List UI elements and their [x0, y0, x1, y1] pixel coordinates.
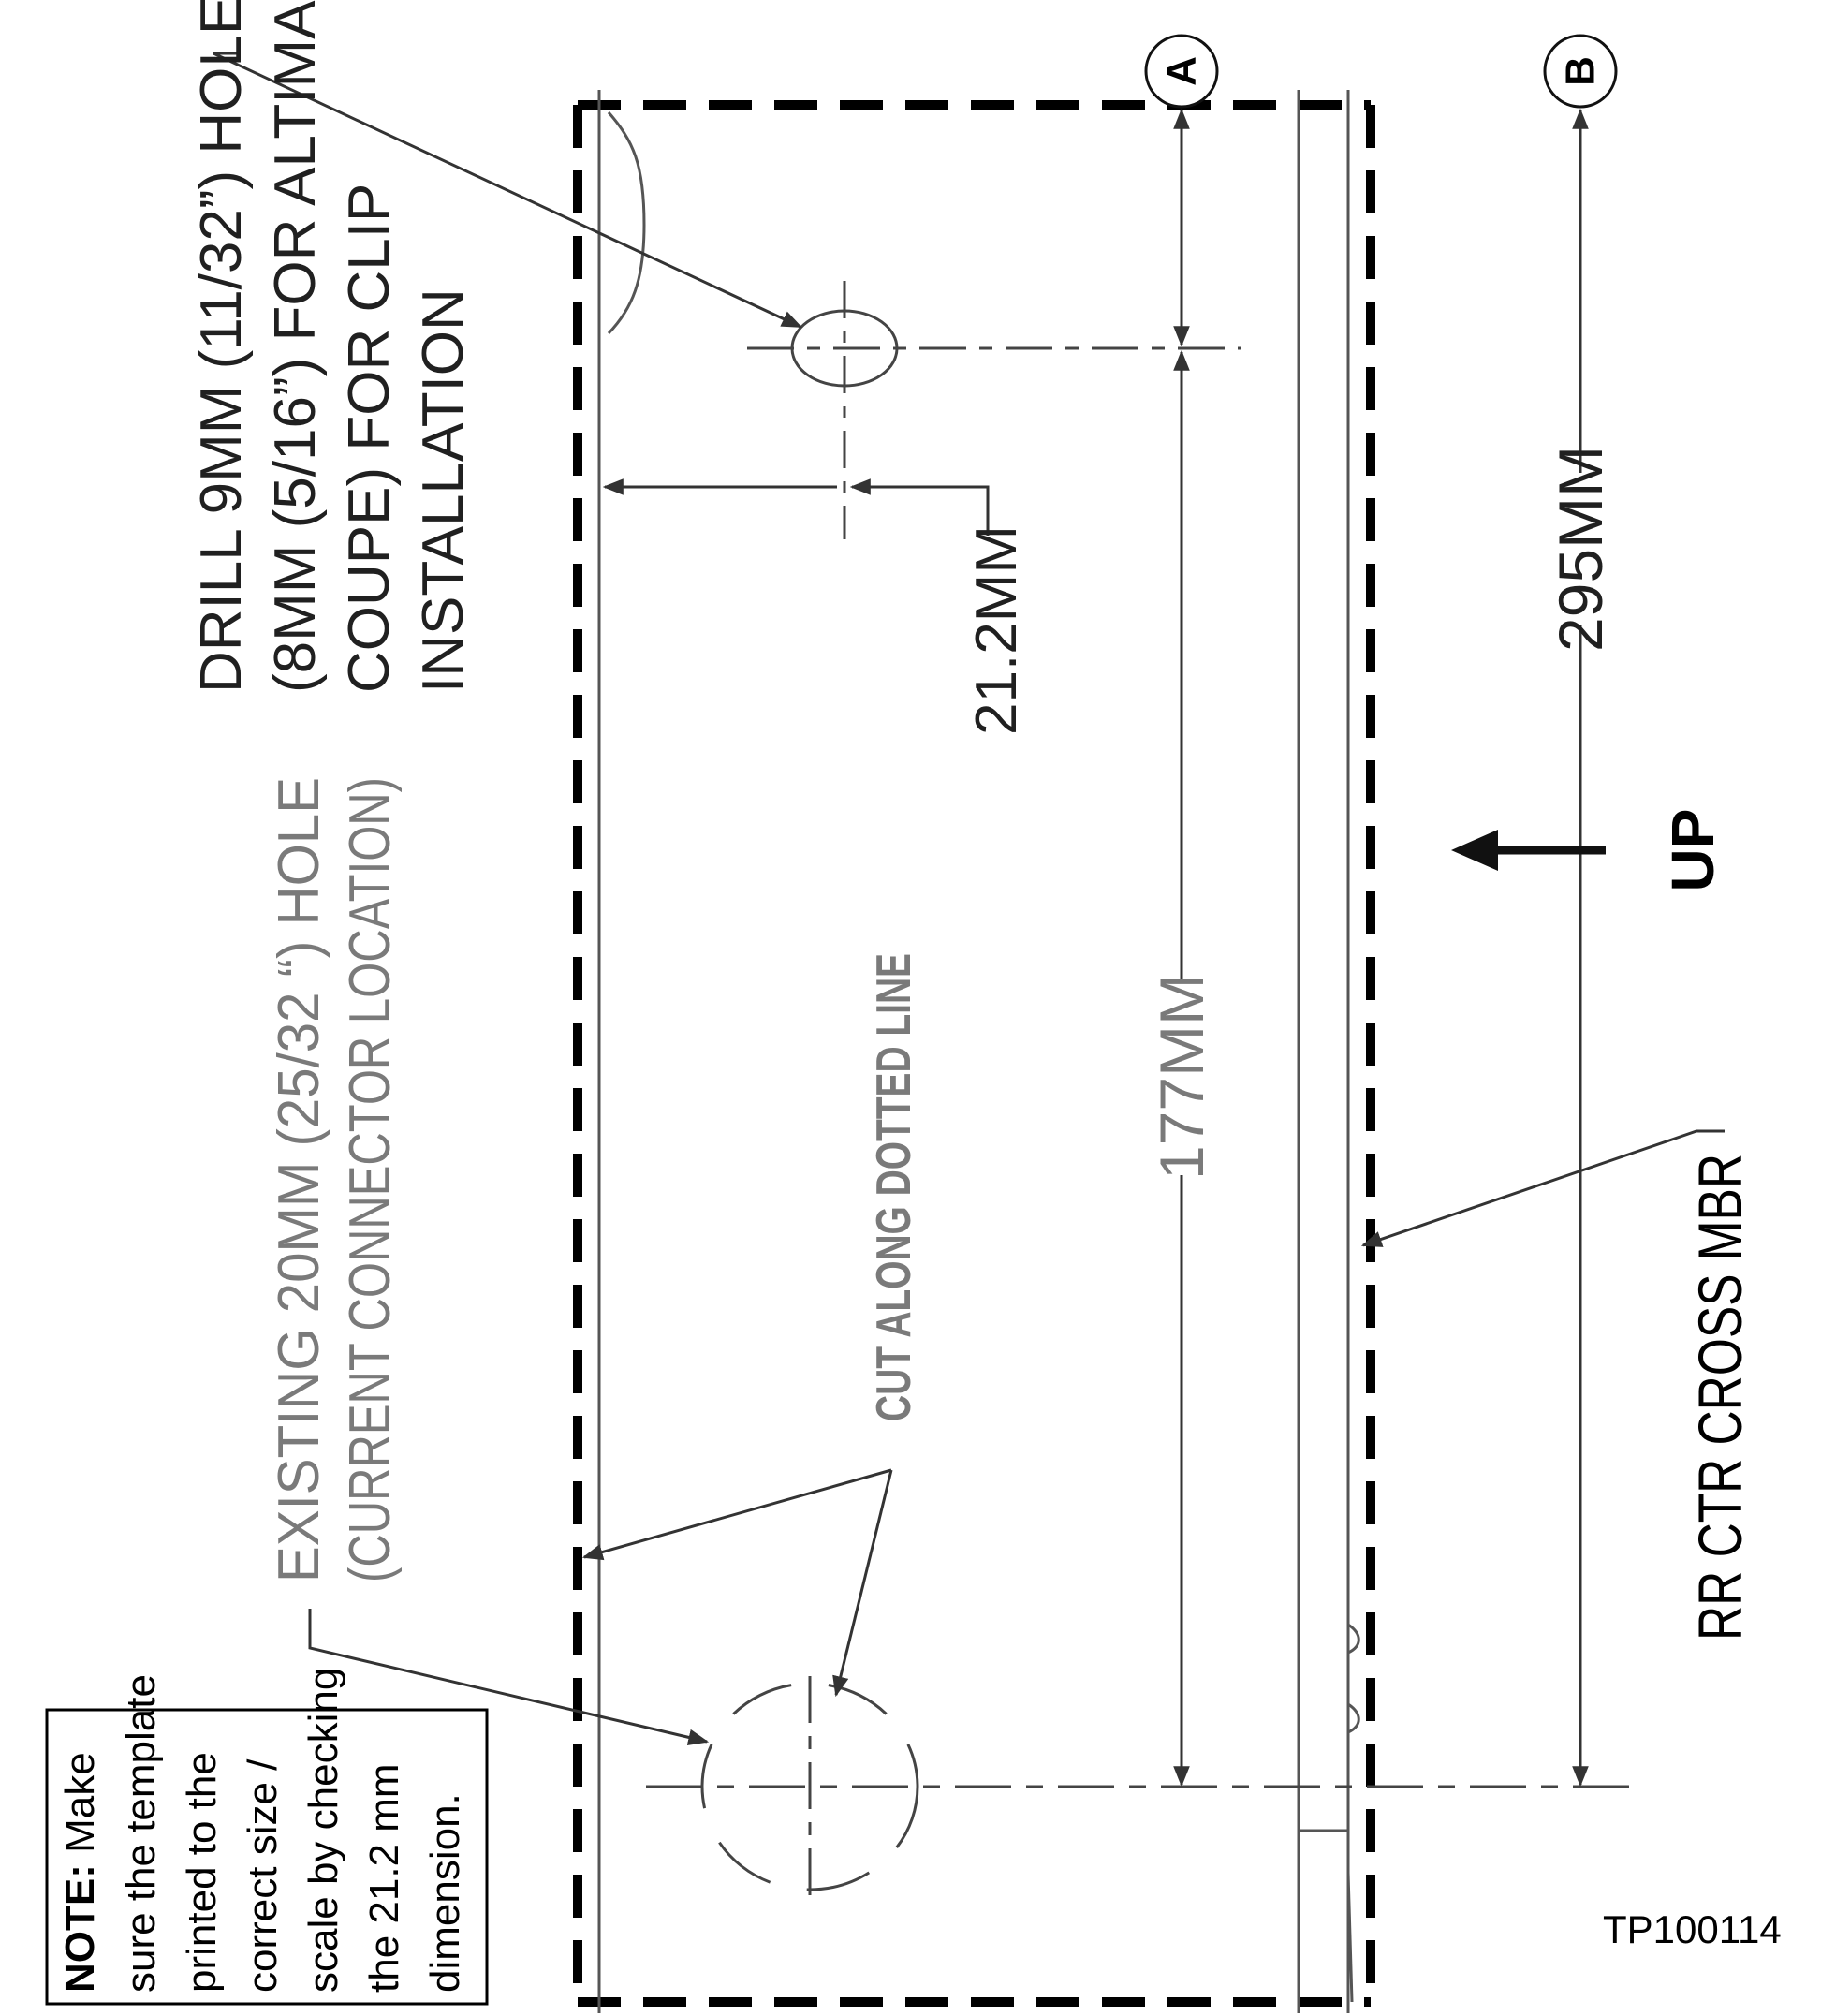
drill-instruction-line-1: DRILL 9MM (11/32”) HOLE: [189, 0, 254, 693]
figure-id: TP100114: [1603, 1907, 1782, 1951]
drill-instruction-line-2: (8MM (5/16”) FOR ALTIMA: [263, 0, 328, 693]
note-line-3: printed to the: [179, 1752, 225, 1993]
member-bulge: [607, 111, 646, 335]
dimension-lines: [213, 52, 1725, 1788]
member-leader: [1360, 1129, 1725, 1247]
dim-21-arrow-right: [849, 478, 990, 536]
member-taper: [1346, 1872, 1354, 2003]
hole-a-marker-label: A: [1159, 56, 1205, 86]
member-notch: [1347, 1623, 1360, 1734]
dim-295-label: 295MM: [1546, 446, 1615, 652]
hole-b-marker: B: [1543, 34, 1618, 109]
hole-a-marker: A: [1144, 34, 1219, 109]
dim-177-label: 177MM: [1147, 974, 1216, 1180]
note-line-5: scale by checking: [301, 1668, 346, 1993]
drill-instruction-line-3: COUPE) FOR CLIP: [337, 184, 402, 693]
note-line-2: sure the template: [118, 1674, 164, 1993]
cut-outline: [573, 100, 1375, 2007]
note-box: NOTE: Make sure the template printed to …: [45, 1668, 489, 2006]
existing-hole-label-line-1: EXISTING 20MM (25/32 “) HOLE: [267, 777, 331, 1582]
note-line-6: the 21.2 mm: [361, 1763, 407, 1993]
drill-leader: [213, 52, 802, 329]
note-line-1: NOTE: Make: [57, 1752, 103, 1993]
existing-edge-leader: [581, 1468, 892, 1561]
drill-hole: [747, 281, 1241, 539]
up-label: UP: [1659, 809, 1726, 892]
drill-instruction-line-4: INSTALLATION: [411, 288, 476, 693]
note-line-1-rest: Make: [57, 1752, 103, 1864]
existing-hole-label-line-2: (CURRENT CONNECTOR LOCATION): [338, 777, 403, 1582]
existing-hole: [646, 1676, 1643, 1901]
cut-leader: [832, 1469, 893, 1698]
dim-21-2-label: 21.2MM: [964, 525, 1029, 735]
note-bold: NOTE:: [57, 1864, 103, 1993]
member-edges: [597, 90, 1360, 2013]
note-line-7: dimension.: [422, 1793, 468, 1993]
hole-b-marker-label: B: [1558, 56, 1604, 86]
cut-label: CUT ALONG DOTTED LINE: [867, 953, 921, 1421]
note-line-4: correct size /: [240, 1758, 286, 1993]
member-label: RR CTR CROSS MBR: [1685, 1154, 1755, 1641]
up-arrow-icon: [1451, 830, 1606, 871]
existing-hole-leader: [308, 1609, 710, 1746]
